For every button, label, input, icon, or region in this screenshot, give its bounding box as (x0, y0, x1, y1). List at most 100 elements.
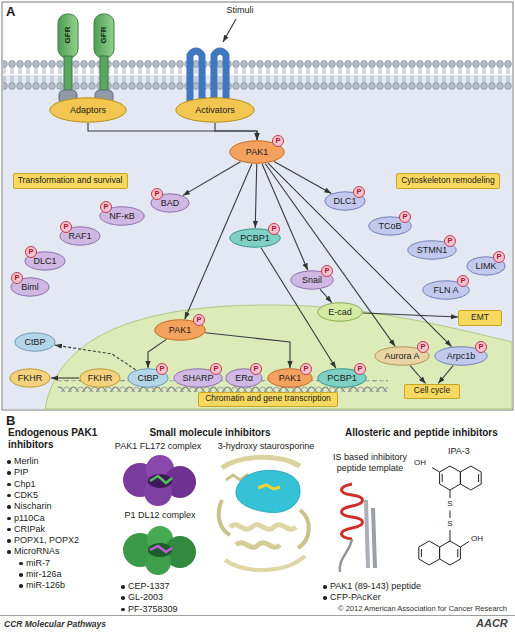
bullet-dot (7, 483, 11, 487)
phospho-badge: P (457, 275, 469, 287)
receptor-label: GFR (63, 20, 73, 50)
text-label: IPA-3 (448, 446, 470, 457)
stimuli-receptor (190, 51, 226, 102)
growth-factor-receptor (64, 56, 72, 92)
text-label: © 2012 American Association for Cancer R… (187, 604, 507, 613)
phospho-badge: P (268, 223, 280, 235)
p1-dl12-surface (150, 546, 172, 552)
node-text: Aurora A (384, 351, 419, 361)
phospho-badge: P (300, 363, 312, 375)
phospho-badge: P (354, 363, 366, 375)
signal-arrow (265, 163, 395, 346)
list-item: CRIPak (14, 524, 45, 535)
signal-arrow (320, 289, 332, 302)
bullet-dot (7, 550, 11, 554)
bullet-dot (323, 596, 327, 600)
panel-a-frame (2, 2, 513, 410)
list-item: Nischarin (14, 501, 52, 512)
list-item: PF-3758309 (128, 604, 178, 615)
node-text: Arpc1b (447, 351, 476, 361)
ipa3-structure (440, 541, 461, 565)
node-text: CtBP (137, 373, 158, 383)
bullet-dot (7, 517, 11, 521)
text-label: CCR Molecular Pathways (4, 619, 106, 629)
bullet-dot (121, 596, 125, 600)
phospho-badge: P (100, 201, 112, 213)
oval-outline (176, 98, 254, 122)
node-text: FKHR (18, 373, 43, 383)
node-text: ERα (235, 373, 253, 383)
node-text: PAK1 (169, 325, 191, 335)
node-text: FKHR (88, 373, 113, 383)
phospho-badge: P (444, 235, 456, 247)
growth-factor-receptor (94, 14, 114, 58)
signal-arrow (363, 313, 458, 317)
ipa3-structure (450, 490, 451, 498)
panel-a-frame (3, 75, 512, 409)
section-heading: Endogenous PAK1 inhibitors (8, 427, 112, 451)
phospho-badge: P (250, 363, 262, 375)
process-box: EMT (458, 310, 502, 326)
signal-arrow (88, 123, 257, 140)
peptide-template (342, 484, 363, 539)
node-text: FLN A (433, 285, 458, 295)
panel-letter: B (6, 413, 15, 429)
phospho-badge: P (151, 188, 163, 200)
footer-rule (0, 615, 515, 616)
bullet-dot (19, 562, 23, 566)
oval-outline (318, 303, 362, 321)
node-text: PCBP1 (327, 373, 357, 383)
phospho-badge: P (399, 211, 411, 223)
signal-arrow (215, 123, 257, 140)
section-heading: Small molecule inhibitors (130, 427, 290, 439)
list-item: miR-126b (26, 580, 65, 591)
text-label: IS based inhibitory peptide template (322, 452, 418, 474)
list-item: POPX1, POPX2 (14, 535, 79, 546)
ipa3-structure (442, 474, 443, 482)
protein-oval: CtBP (14, 332, 56, 352)
node-text: Cell cycle (414, 386, 450, 396)
bullet-dot (323, 585, 327, 589)
kinase-ribbon-structure (219, 500, 230, 535)
ipa3-structure (419, 466, 481, 565)
signal-arrow (55, 345, 136, 370)
phospho-badge: P (60, 221, 72, 233)
process-box: Chromatin and gene transcription (198, 392, 338, 407)
list-item: CDK5 (14, 490, 38, 501)
protein-oval: FKHR (79, 368, 121, 388)
node-text: EMT (471, 313, 489, 323)
phospho-badge: P (475, 341, 487, 353)
peptide-template (373, 508, 375, 568)
growth-factor-receptor (58, 14, 114, 104)
oval-outline (50, 98, 126, 122)
node-text: PAK1 (246, 147, 268, 157)
list-item: Chp1 (14, 479, 36, 490)
ipa3-structure (432, 468, 440, 473)
ipa3-structure (457, 549, 458, 557)
phospho-badge: P (493, 251, 505, 263)
panel-a-frame (2, 2, 513, 410)
list-item: PIP (14, 467, 29, 478)
growth-factor-receptor (58, 14, 78, 58)
oval-outline (15, 333, 55, 351)
text-label: OH (471, 534, 483, 544)
kinase-ribbon-structure (236, 543, 280, 548)
list-item: CFP-PAcKer (330, 592, 381, 603)
node-text: LIMK (475, 261, 496, 271)
protein-oval: FKHR (9, 368, 51, 388)
phospho-badge: P (11, 272, 23, 284)
p1-dl12-surface (148, 543, 172, 557)
node-text: BAD (161, 198, 180, 208)
list-item: CEP-1337 (128, 581, 170, 592)
list-item: Merlin (14, 456, 39, 467)
bullet-dot (7, 471, 11, 475)
kinase-ribbon-structure (236, 470, 300, 512)
phospho-badge: P (210, 363, 222, 375)
phospho-badge: P (321, 265, 333, 277)
phospho-badge: P (193, 314, 205, 326)
list-item: PAK1 (89-143) peptide (330, 581, 421, 592)
peptide-template (366, 500, 368, 568)
node-text: TCoB (378, 221, 401, 231)
signal-arrow (410, 366, 425, 384)
peptide-template (340, 484, 375, 572)
